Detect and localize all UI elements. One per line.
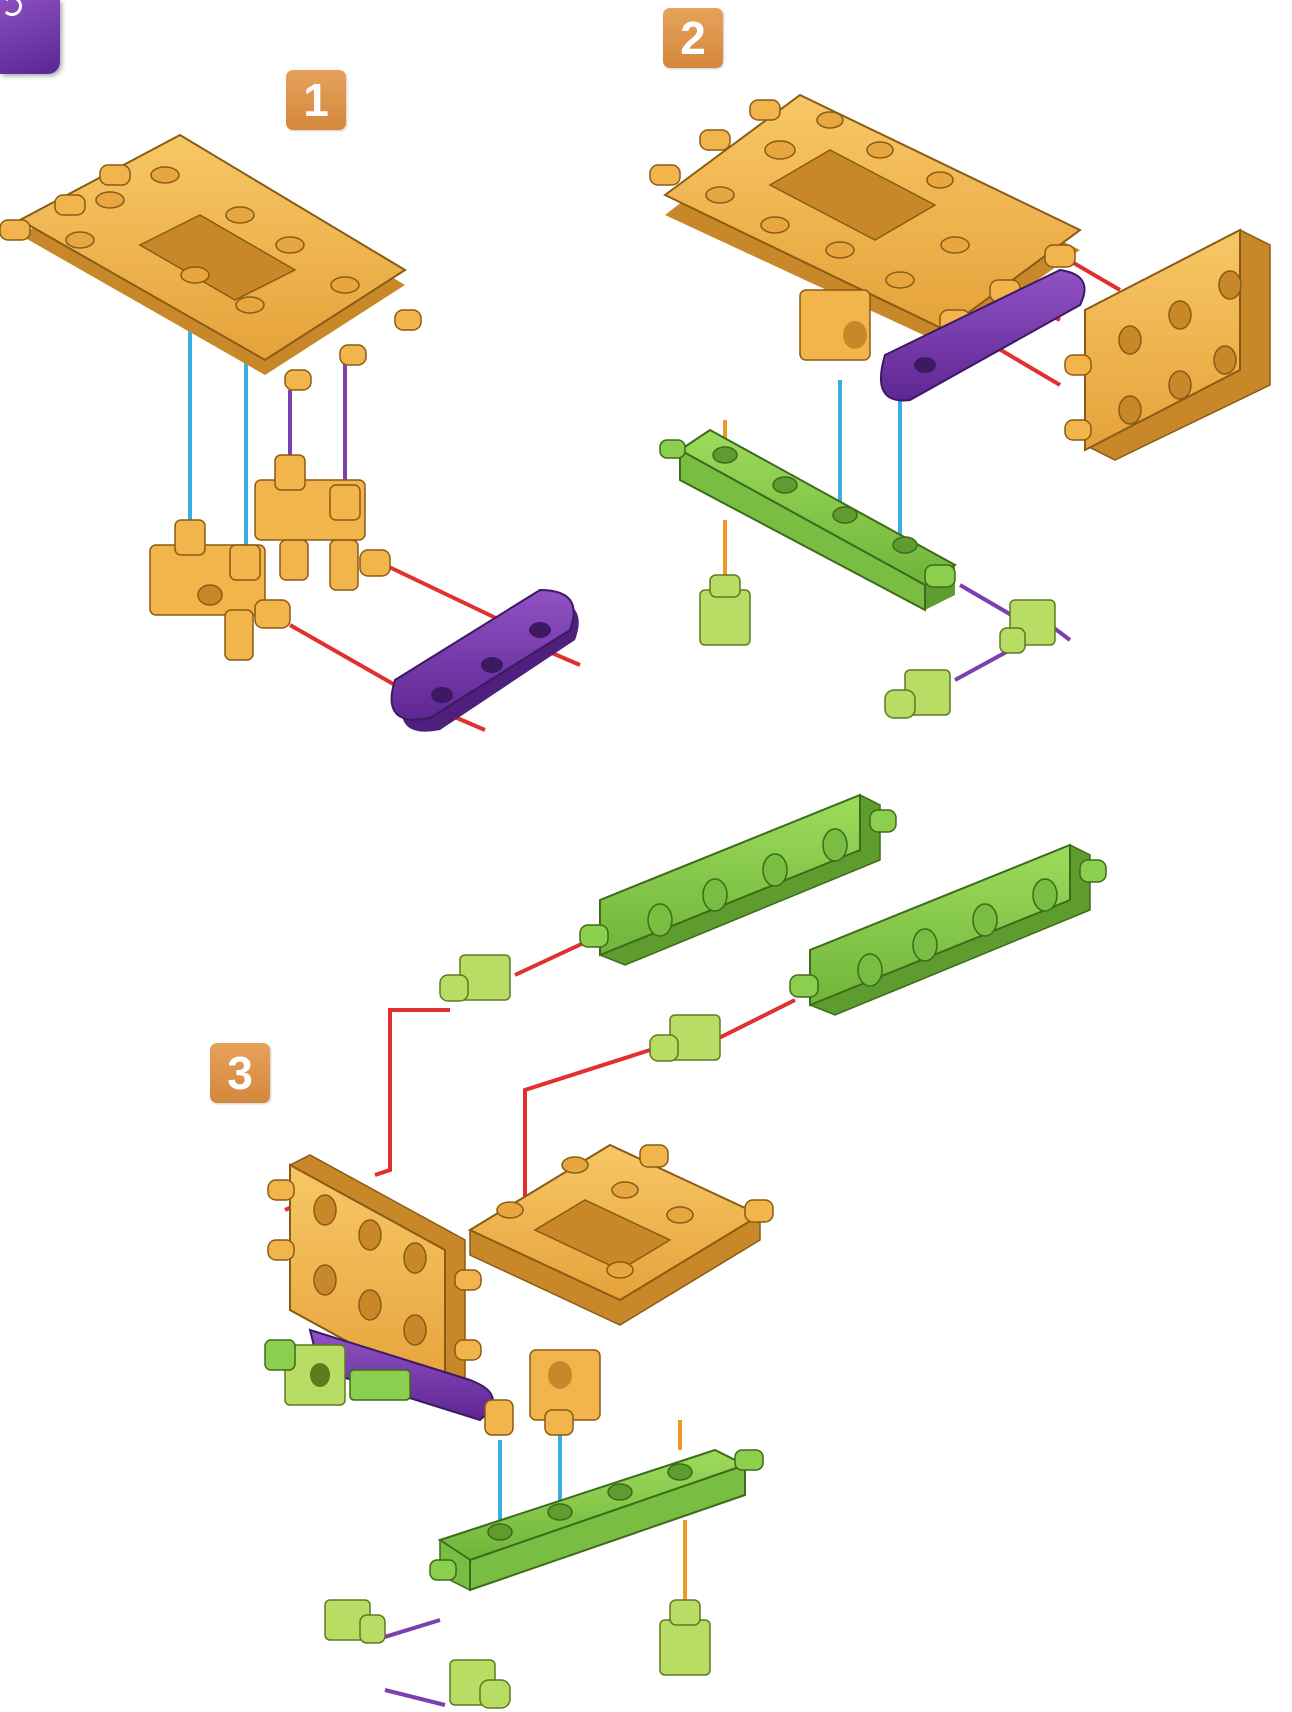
step-2-lime-connectors [700, 575, 1055, 718]
step-1-assembly [0, 135, 580, 732]
step-3-lower-green-beam [430, 1450, 763, 1590]
step-3-lime-connectors-mid [440, 955, 720, 1061]
step-3-frame-plate [470, 1145, 773, 1325]
step-2-green-beam [660, 430, 955, 610]
step-2-assembly [650, 95, 1270, 718]
step-1-frame-plate [0, 135, 421, 390]
step-2-side-plate [1065, 230, 1270, 460]
step-1-connector-blocks [150, 455, 390, 660]
step-3-assembly [265, 795, 1106, 1708]
step-3-lime-connectors-bottom [325, 1600, 710, 1708]
